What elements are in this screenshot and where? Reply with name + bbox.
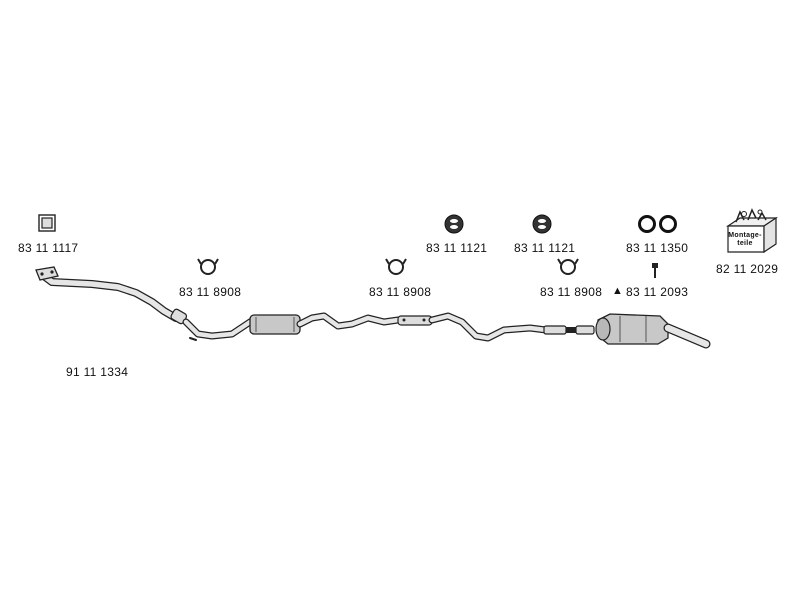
part-number-clamp-3: 83 11 8908 [540, 285, 603, 299]
part-number-clamp-2: 83 11 8908 [369, 285, 432, 299]
front-flange [35, 266, 59, 281]
bolt-icon [651, 263, 659, 279]
tail-pipe [663, 323, 711, 349]
rear-pipe-joint [543, 325, 595, 335]
part-number-flange-gasket: 83 11 1117 [18, 241, 79, 255]
joint-pipe [170, 308, 254, 341]
rubber-hanger-icon [443, 213, 465, 235]
square-gasket-icon [38, 214, 56, 232]
pipe-sleeve [397, 315, 433, 326]
mounting-kit-box-icon [724, 208, 780, 256]
middle-pipe [296, 312, 402, 330]
rear-muffler [595, 313, 669, 345]
mounting-kit-box-text: Montage-teile [728, 232, 762, 247]
rubber-ring-icon [636, 213, 680, 235]
warning-triangle-icon: ▲ [612, 285, 624, 297]
front-pipe [40, 272, 180, 322]
part-number-clamp-1: 83 11 8908 [179, 285, 242, 299]
rubber-hanger-icon [531, 213, 553, 235]
pipe-clamp-icon [196, 256, 220, 276]
center-muffler [249, 314, 301, 335]
rear-pipe [428, 312, 550, 342]
part-number-mounting-kit: 82 11 2029 [716, 262, 779, 276]
pipe-clamp-icon [556, 256, 580, 276]
part-number-rubber-hanger-2: 83 11 1121 [514, 241, 576, 255]
part-number-front-pipe: 91 11 1334 [66, 365, 129, 379]
part-number-bolt: 83 11 2093 [626, 285, 689, 299]
pipe-clamp-icon [384, 256, 408, 276]
part-number-rubber-rings: 83 11 1350 [626, 241, 689, 255]
part-number-rubber-hanger-1: 83 11 1121 [426, 241, 488, 255]
